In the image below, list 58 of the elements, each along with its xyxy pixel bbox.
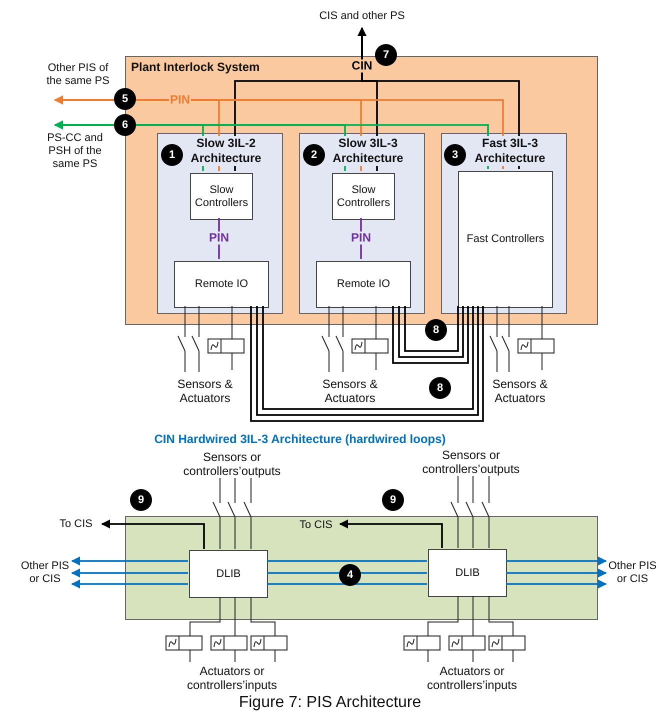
connector-line	[267, 560, 427, 562]
edge-label: CIN	[350, 60, 374, 72]
callout-number: 9	[130, 489, 152, 511]
connector-line	[392, 306, 469, 364]
arrow	[54, 120, 489, 169]
callout-number: 8	[429, 377, 451, 399]
arrow	[71, 580, 188, 588]
arrow	[71, 556, 188, 566]
group-box	[441, 133, 567, 314]
group-box	[125, 516, 598, 620]
group-box	[299, 133, 425, 314]
text-label: Sensors & Actuators	[321, 377, 379, 405]
section-heading: CIN Hardwired 3IL-3 Architecture (hardwired loops)	[153, 432, 447, 446]
endpoint-label: CIS and other PS	[312, 10, 412, 28]
text-label: Sensors or controllers’outputs	[182, 450, 282, 478]
text-label: Sensors & Actuators	[491, 377, 549, 405]
endpoint-label: Other PIS or CIS	[606, 558, 659, 588]
endpoint-label: Other PIS of the same PS	[43, 62, 113, 100]
process-box: Fast Controllers	[458, 171, 553, 308]
caption-text: Figure 7: PIS Architecture	[238, 694, 422, 712]
process-box: DLIB	[428, 549, 507, 597]
text-label: Actuators or controllers’inputs	[426, 664, 518, 692]
arrow	[506, 580, 607, 588]
endpoint-label: To CIS	[50, 517, 102, 532]
callout-number: 6	[114, 114, 136, 136]
edge-label: PIN	[169, 94, 191, 106]
edge-label: PIN	[208, 232, 230, 244]
text-label: Actuators or controllers’inputs	[186, 664, 278, 692]
endpoint-label: PS-CC and PSH of the same PS	[44, 125, 106, 171]
endpoint-label: Other PIS or CIS	[18, 558, 72, 588]
callout-number: 8	[425, 319, 447, 341]
arrow	[54, 96, 504, 169]
endpoint-label: To CIS	[291, 518, 341, 533]
group-title: Slow 3IL-3 Architecture	[330, 136, 406, 166]
text-label: Sensors & Actuators	[176, 377, 234, 405]
callout-number: 5	[114, 88, 136, 110]
group-title: Plant Interlock System	[131, 61, 260, 74]
arrow	[506, 568, 607, 578]
group-title: Slow 3IL-2 Architecture	[188, 136, 264, 166]
connector-line	[267, 583, 427, 585]
group-box	[157, 133, 283, 314]
text-label: Sensors or controllers’outputs	[421, 448, 521, 476]
connector-line	[404, 306, 459, 352]
process-box: DLIB	[189, 550, 268, 598]
callout-number: 7	[375, 44, 397, 66]
connector-line	[398, 306, 464, 358]
connector-line	[267, 572, 427, 574]
process-box: Remote IO	[174, 261, 269, 308]
group-title: Fast 3IL-3 Architecture	[472, 136, 548, 166]
arrow	[71, 568, 188, 578]
callout-number: 9	[382, 489, 404, 511]
arrow	[506, 556, 607, 566]
arrow	[339, 520, 443, 548]
arrow	[101, 520, 205, 549]
process-box: Remote IO	[316, 261, 411, 308]
process-box: Slow Controllers	[190, 173, 253, 220]
process-box: Slow Controllers	[332, 173, 395, 220]
edge-label: PIN	[350, 232, 372, 244]
